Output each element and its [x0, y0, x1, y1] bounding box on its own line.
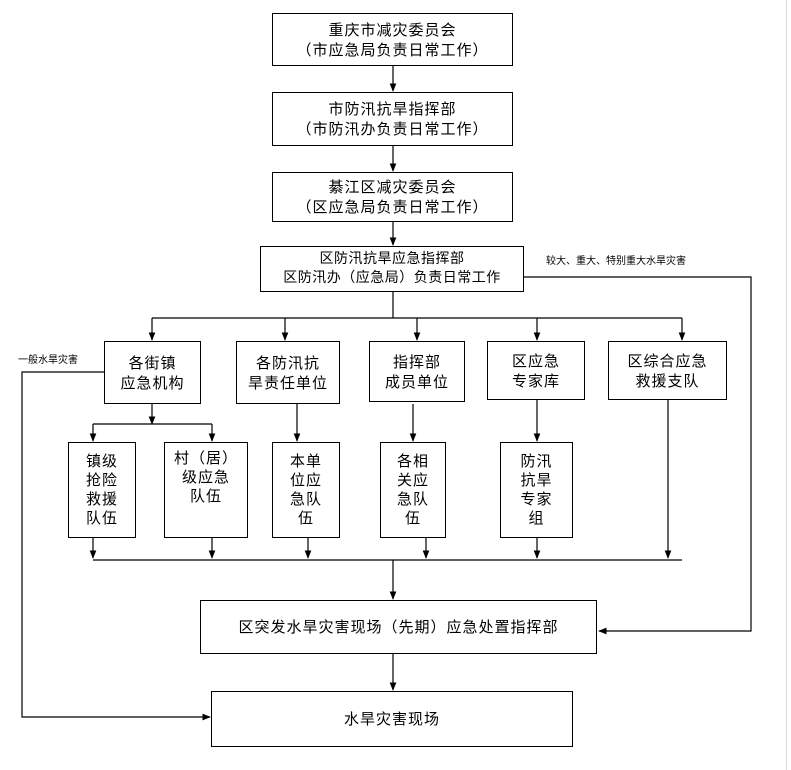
node-line: 水旱灾害现场	[343, 710, 440, 728]
expert-pool-box: 区应急 专家库	[487, 341, 585, 400]
expert-group-box: 防汛 抗旱 专家 组	[500, 442, 573, 538]
node-line: 村（居）	[173, 449, 238, 467]
district-flood-hq-box: 区防汛抗旱应急指挥部 区防汛办（应急局）负责日常工作	[260, 246, 524, 292]
node-line: 区突发水旱灾害现场（先期）应急处置指挥部	[238, 618, 559, 636]
node-line: 队伍	[189, 487, 222, 505]
city-flood-hq-box: 市防汛抗旱指挥部 （市防汛办负责日常工作）	[272, 92, 513, 146]
node-line: 救援支队	[635, 371, 700, 390]
node-line: 伍	[404, 509, 421, 527]
node-line: 急队	[396, 490, 429, 508]
node-line: 各相	[396, 452, 429, 470]
node-line: 伍	[297, 509, 314, 527]
node-line: 级应急	[181, 468, 230, 486]
node-line: （市应急局负责日常工作）	[296, 40, 489, 59]
onsite-command-box: 区突发水旱灾害现场（先期）应急处置指挥部	[200, 600, 597, 654]
node-line: （市防汛办负责日常工作）	[296, 120, 489, 138]
node-line: 指挥部	[392, 352, 441, 371]
node-line: 本单	[289, 452, 322, 470]
town-rescue-box: 镇级 抢险 救援 队伍	[68, 442, 136, 538]
hq-members-box: 指挥部 成员单位	[369, 341, 465, 402]
node-line: （区应急局负责日常工作）	[296, 198, 489, 216]
village-team-box: 村（居） 级应急 队伍	[164, 442, 248, 538]
node-line: 区应急	[511, 351, 560, 370]
major-disaster-note: 较大、重大、特别重大水旱灾害	[546, 256, 686, 267]
street-town-box: 各街镇 应急机构	[104, 341, 201, 404]
major-disaster-path	[524, 276, 752, 635]
node-line: 专家	[520, 490, 553, 508]
node-line: 镇级	[85, 452, 118, 470]
node-line: 重庆市减灾委员会	[328, 20, 457, 39]
node-line: 綦江区减灾委员会	[328, 178, 457, 196]
district-committee-box: 綦江区减灾委员会 （区应急局负责日常工作）	[272, 172, 513, 222]
page-right-border	[786, 0, 787, 770]
node-line: 区综合应急	[627, 351, 708, 370]
node-line: 各防汛抗	[255, 353, 320, 372]
node-line: 市防汛抗旱指挥部	[328, 100, 457, 118]
rescue-team-box: 区综合应急 救援支队	[608, 341, 727, 400]
node-line: 队伍	[85, 509, 118, 527]
general-disaster-path	[21, 371, 211, 721]
node-line: 旱责任单位	[247, 373, 328, 392]
related-team-box: 各相 关应 急队 伍	[380, 442, 446, 538]
disaster-site-box: 水旱灾害现场	[211, 691, 573, 747]
node-line: 抗旱	[520, 471, 553, 489]
node-line: 应急机构	[120, 373, 185, 392]
node-line: 区防汛抗旱应急指挥部	[319, 251, 465, 267]
node-line: 防汛	[520, 452, 553, 470]
general-disaster-note: 一般水旱灾害	[18, 355, 78, 366]
node-line: 专家库	[511, 371, 560, 390]
responsible-units-box: 各防汛抗 旱责任单位	[236, 341, 340, 404]
node-line: 关应	[396, 471, 429, 489]
node-line: 急队	[289, 490, 322, 508]
unit-team-box: 本单 位应 急队 伍	[272, 442, 340, 538]
node-line: 位应	[289, 471, 322, 489]
city-committee-box: 重庆市减灾委员会 （市应急局负责日常工作）	[272, 13, 513, 66]
node-line: 成员单位	[384, 372, 449, 391]
node-line: 救援	[85, 490, 118, 508]
node-line: 区防汛办（应急局）负责日常工作	[283, 270, 501, 286]
node-line: 各街镇	[128, 353, 177, 372]
node-line: 抢险	[85, 471, 118, 489]
node-line: 组	[528, 509, 545, 527]
